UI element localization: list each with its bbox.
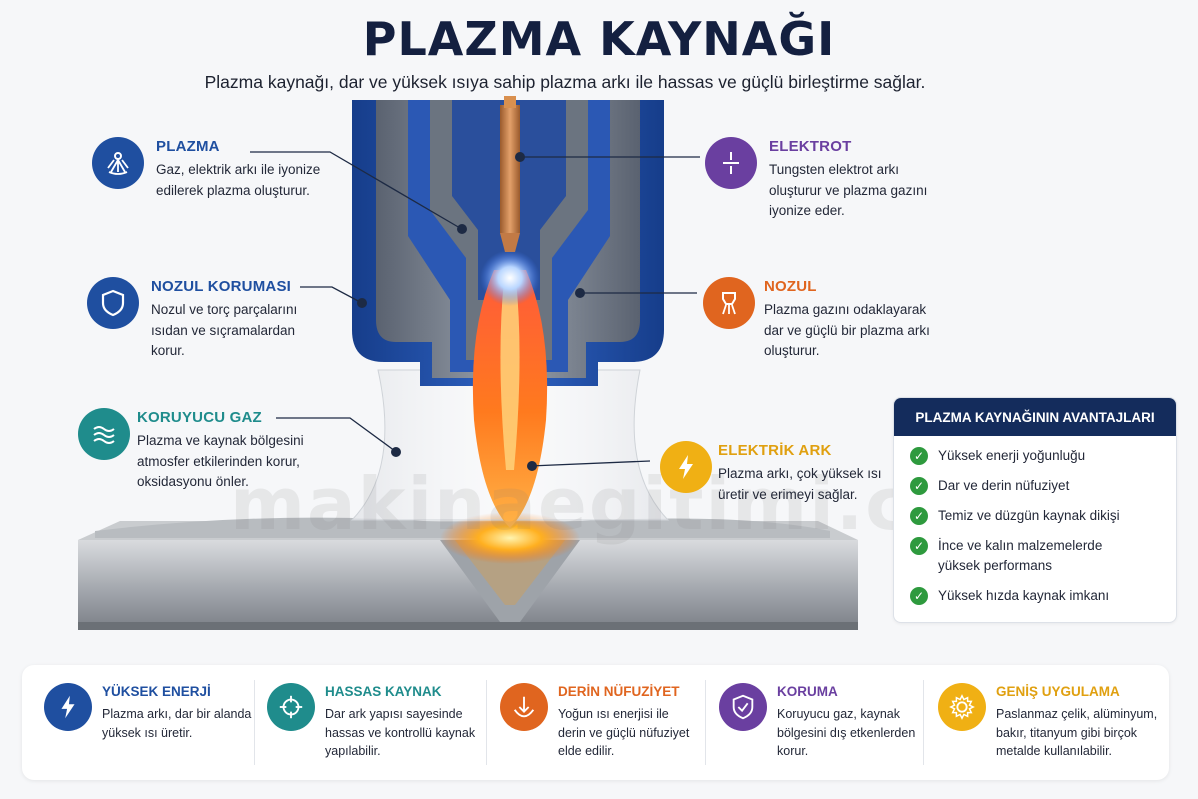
advantages-panel: PLAZMA KAYNAĞININ AVANTAJLARI ✓ Yüksek en… bbox=[893, 397, 1177, 623]
callout-title: ELEKTROT bbox=[769, 138, 852, 155]
crosshair-icon bbox=[267, 683, 315, 731]
feature-desc: Paslanmaz çelik, alüminyum, bakır, titan… bbox=[996, 707, 1158, 758]
advantage-text: Yüksek enerji yoğunluğu bbox=[938, 448, 1086, 463]
feature-title: KORUMA bbox=[777, 684, 838, 699]
list-item: ✓ Temiz ve düzgün kaynak dikişi bbox=[910, 506, 1176, 526]
features-strip: YÜKSEK ENERJİ Plazma arkı, dar bir aland… bbox=[22, 665, 1169, 780]
callout-title: KORUYUCU GAZ bbox=[137, 409, 262, 426]
feature-desc: Plazma arkı, dar bir alanda yüksek ısı ü… bbox=[102, 707, 252, 740]
advantage-text: İnce ve kalın malzemelerde yüksek perfor… bbox=[938, 538, 1103, 573]
feature-yuksek-enerji: YÜKSEK ENERJİ Plazma arkı, dar bir aland… bbox=[44, 665, 269, 780]
callout-desc: Plazma arkı, çok yüksek ısı üretir ve er… bbox=[718, 466, 882, 502]
callout-title: NOZUL KORUMASI bbox=[151, 278, 292, 295]
callout-desc: Tungsten elektrot arkı oluşturur ve plaz… bbox=[769, 162, 928, 218]
divider bbox=[705, 680, 706, 765]
feature-hassas-kaynak: HASSAS KAYNAK Dar ark yapısı sayesinde h… bbox=[267, 665, 492, 780]
feature-desc: Yoğun ısı enerjisi ile derin ve güçlü nü… bbox=[558, 707, 690, 758]
penetration-icon bbox=[500, 683, 548, 731]
list-item: ✓ Dar ve derin nüfuziyet bbox=[910, 476, 1176, 496]
leader-lines bbox=[250, 151, 700, 467]
check-icon: ✓ bbox=[910, 587, 928, 605]
advantage-text: Yüksek hızda kaynak imkanı bbox=[938, 588, 1110, 603]
arc-glow bbox=[480, 250, 540, 306]
check-icon: ✓ bbox=[910, 507, 928, 525]
check-icon: ✓ bbox=[910, 477, 928, 495]
check-icon: ✓ bbox=[910, 537, 928, 555]
leader-dots bbox=[357, 152, 585, 471]
feature-desc: Koruyucu gaz, kaynak bölgesini dış etken… bbox=[777, 707, 916, 758]
feature-desc: Dar ark yapısı sayesinde hassas ve kontr… bbox=[325, 707, 476, 758]
advantages-title: PLAZMA KAYNAĞININ AVANTAJLARI bbox=[894, 398, 1176, 436]
gas-wave-icon bbox=[78, 408, 130, 460]
page-title: PLAZMA KAYNAĞI bbox=[362, 12, 836, 66]
page-subtitle: Plazma kaynağı, dar ve yüksek ısıya sahi… bbox=[204, 72, 926, 92]
torch-diagram bbox=[78, 96, 858, 630]
feature-title: DERİN NÜFUZİYET bbox=[558, 684, 680, 699]
lightning-icon bbox=[44, 683, 92, 731]
callout-desc: Plazma gazını odaklayarak dar ve güçlü b… bbox=[764, 302, 930, 358]
list-item: ✓ İnce ve kalın malzemelerde yüksek perfo… bbox=[910, 536, 1176, 576]
electrode-icon bbox=[705, 137, 757, 189]
feature-title: HASSAS KAYNAK bbox=[325, 684, 442, 699]
advantage-text: Dar ve derin nüfuziyet bbox=[938, 478, 1070, 493]
advantages-list: ✓ Yüksek enerji yoğunluğu ✓ Dar ve derin n… bbox=[894, 436, 1176, 606]
gear-icon bbox=[938, 683, 986, 731]
lightning-icon bbox=[660, 441, 712, 493]
nozzle-icon bbox=[703, 277, 755, 329]
check-icon: ✓ bbox=[910, 447, 928, 465]
list-item: ✓ Yüksek enerji yoğunluğu bbox=[910, 446, 1176, 466]
divider bbox=[254, 680, 255, 765]
divider bbox=[923, 680, 924, 765]
electrode bbox=[500, 105, 520, 233]
callout-title: NOZUL bbox=[764, 278, 817, 295]
callout-title: PLAZMA bbox=[156, 138, 220, 155]
feature-koruma: KORUMA Koruyucu gaz, kaynak bölgesini dı… bbox=[719, 665, 929, 780]
callout-desc: Nozul ve torç parçalarını ısıdan ve sıçr… bbox=[151, 302, 298, 358]
shield-check-icon bbox=[719, 683, 767, 731]
callout-desc: Gaz, elektrik arkı ile iyonize edilerek … bbox=[156, 162, 321, 198]
list-item: ✓ Yüksek hızda kaynak imkanı bbox=[910, 586, 1176, 606]
feature-genis-uygulama: GENİŞ UYGULAMA Paslanmaz çelik, alüminyu… bbox=[938, 665, 1163, 780]
divider bbox=[486, 680, 487, 765]
shield-icon bbox=[87, 277, 139, 329]
advantage-text: Temiz ve düzgün kaynak dikişi bbox=[938, 508, 1120, 523]
plasma-icon bbox=[92, 137, 144, 189]
feature-title: GENİŞ UYGULAMA bbox=[996, 684, 1120, 699]
callout-desc: Plazma ve kaynak bölgesini atmosfer etki… bbox=[137, 433, 304, 489]
callout-title: ELEKTRİK ARK bbox=[718, 442, 832, 459]
feature-title: YÜKSEK ENERJİ bbox=[102, 684, 211, 699]
feature-derin-nufuziyet: DERİN NÜFUZİYET Yoğun ısı enerjisi ile d… bbox=[500, 665, 725, 780]
